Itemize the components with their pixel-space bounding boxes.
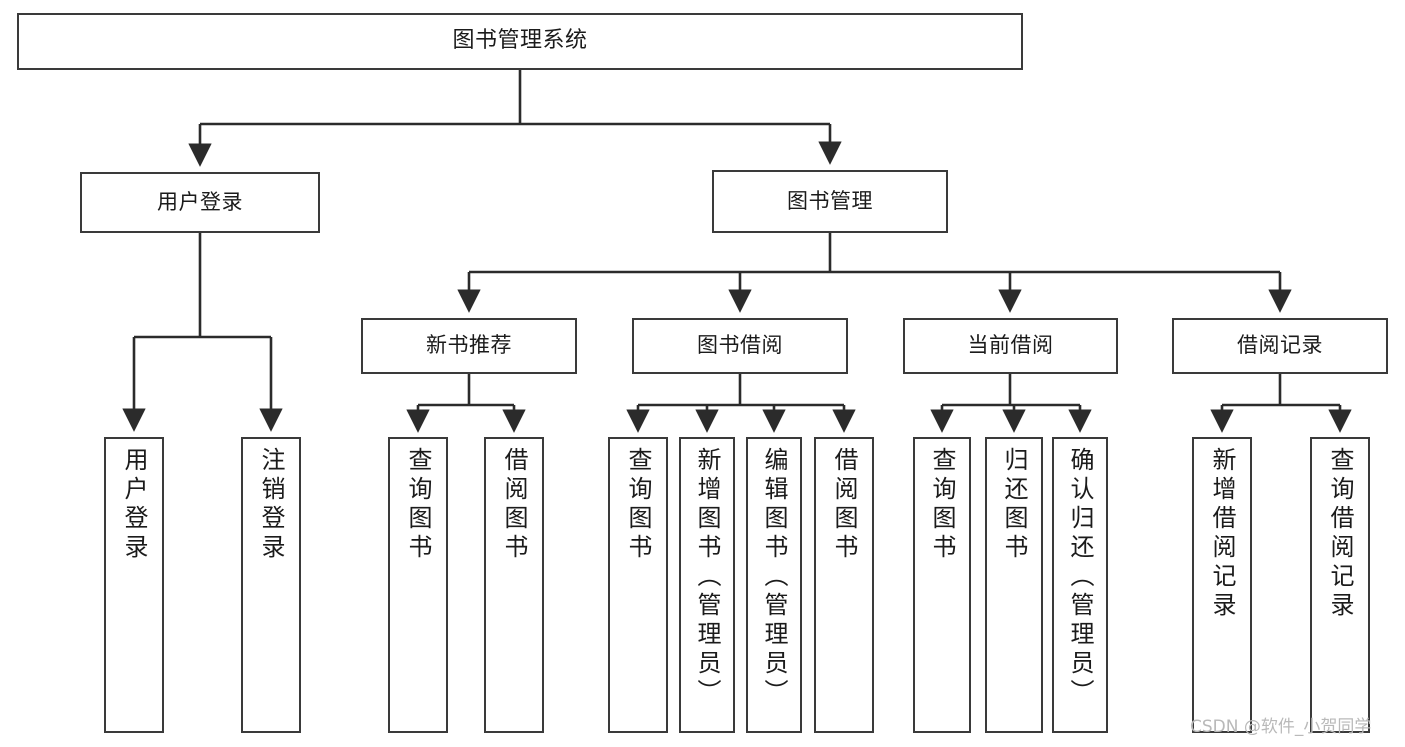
node-root-label: 图书管理系统 [452,28,588,54]
node-book-manage[interactable]: 图书管理 [712,170,948,233]
watermark-text: CSDN @软件_小贺同学 [1190,717,1372,737]
node-user-login-label: 用户登录 [157,189,243,214]
node-leaf-query-book-3[interactable]: 查询图书 [913,437,971,733]
node-leaf-add-book[interactable]: 新增图书（管理员） [679,437,735,733]
node-leaf-user-login-label: 用户登录 [120,447,148,563]
node-leaf-logout-label: 注销登录 [257,447,285,563]
node-borrow-record[interactable]: 借阅记录 [1172,318,1388,374]
node-leaf-query-record-label: 查询借阅记录 [1326,447,1354,621]
node-leaf-return-book[interactable]: 归还图书 [985,437,1043,733]
node-book-manage-label: 图书管理 [787,188,873,213]
node-leaf-confirm-return[interactable]: 确认归还（管理员） [1052,437,1108,733]
node-leaf-query-book-2[interactable]: 查询图书 [608,437,668,733]
node-current-borrow-label: 当前借阅 [967,333,1054,358]
node-leaf-query-book-1[interactable]: 查询图书 [388,437,448,733]
node-leaf-query-book-2-label: 查询图书 [624,447,652,563]
node-book-borrow-label: 图书借阅 [697,333,783,358]
node-leaf-edit-book-label: 编辑图书（管理员） [760,447,788,708]
node-new-book-recommend[interactable]: 新书推荐 [361,318,577,374]
node-new-book-recommend-label: 新书推荐 [426,333,512,358]
node-root[interactable]: 图书管理系统 [17,13,1023,70]
node-current-borrow[interactable]: 当前借阅 [903,318,1118,374]
node-leaf-return-book-label: 归还图书 [1000,447,1028,563]
node-leaf-logout[interactable]: 注销登录 [241,437,301,733]
node-leaf-query-book-1-label: 查询图书 [404,447,432,563]
node-leaf-borrow-book-2-label: 借阅图书 [830,447,858,563]
node-leaf-borrow-book-1[interactable]: 借阅图书 [484,437,544,733]
node-book-borrow[interactable]: 图书借阅 [632,318,848,374]
node-leaf-confirm-return-label: 确认归还（管理员） [1066,447,1094,708]
node-leaf-borrow-book-2[interactable]: 借阅图书 [814,437,874,733]
node-leaf-edit-book[interactable]: 编辑图书（管理员） [746,437,802,733]
node-leaf-add-record-label: 新增借阅记录 [1208,447,1236,621]
node-leaf-query-record[interactable]: 查询借阅记录 [1310,437,1370,733]
node-borrow-record-label: 借阅记录 [1237,333,1323,358]
node-leaf-add-book-label: 新增图书（管理员） [693,447,721,708]
node-leaf-user-login[interactable]: 用户登录 [104,437,164,733]
node-leaf-query-book-3-label: 查询图书 [928,447,956,563]
node-leaf-borrow-book-1-label: 借阅图书 [500,447,528,563]
node-leaf-add-record[interactable]: 新增借阅记录 [1192,437,1252,733]
node-user-login[interactable]: 用户登录 [80,172,320,233]
